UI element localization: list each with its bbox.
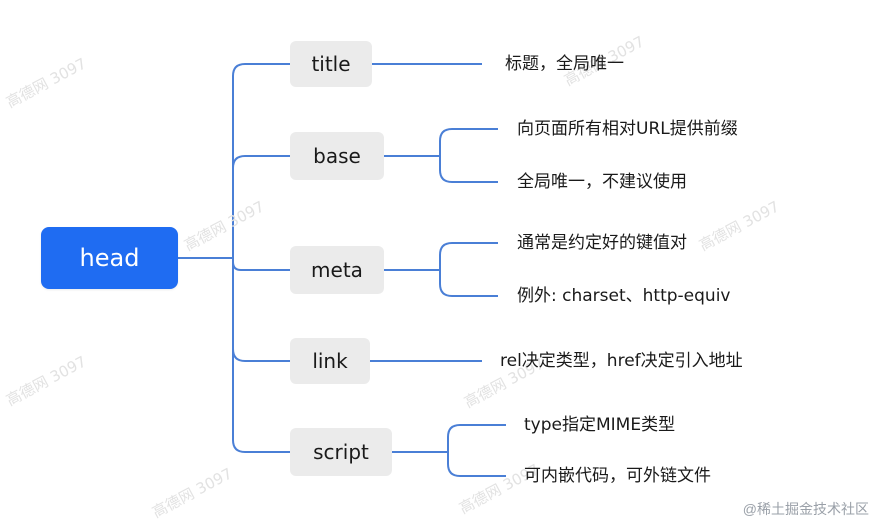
connector-meta-leaf-2: [439, 270, 498, 297]
node-meta: meta: [290, 246, 384, 294]
leaf-script-1: type指定MIME类型: [524, 415, 676, 435]
leaf-meta-1: 通常是约定好的键值对: [517, 233, 687, 253]
connector-base: [232, 155, 290, 258]
leaf-base-2: 全局唯一，不建议使用: [517, 172, 687, 192]
leaf-meta-2: 例外: charset、http-equiv: [517, 286, 731, 306]
leaf-link-1: rel决定类型，href决定引入地址: [500, 351, 743, 371]
connector-script: [232, 258, 290, 453]
connector-script-leaf-1: [447, 424, 506, 452]
connector-meta: [232, 258, 290, 271]
leaf-script-2: 可内嵌代码，可外链文件: [524, 466, 711, 486]
connector-link: [232, 258, 290, 362]
connector-meta-leaf-1: [439, 242, 498, 270]
leaf-base-1: 向页面所有相对URL提供前缀: [517, 119, 738, 139]
leaf-title-1: 标题，全局唯一: [505, 54, 624, 74]
connector-base-leaf-2: [439, 156, 498, 183]
node-title: title: [290, 41, 372, 87]
site-credit: @稀土掘金技术社区: [742, 501, 869, 517]
root-node-head: head: [41, 227, 178, 289]
connector-script-leaf-2: [447, 452, 506, 477]
node-link: link: [290, 338, 370, 384]
node-script: script: [290, 428, 392, 476]
connector-title: [232, 63, 290, 258]
node-base: base: [290, 132, 384, 180]
connector-base-leaf-1: [439, 128, 498, 156]
